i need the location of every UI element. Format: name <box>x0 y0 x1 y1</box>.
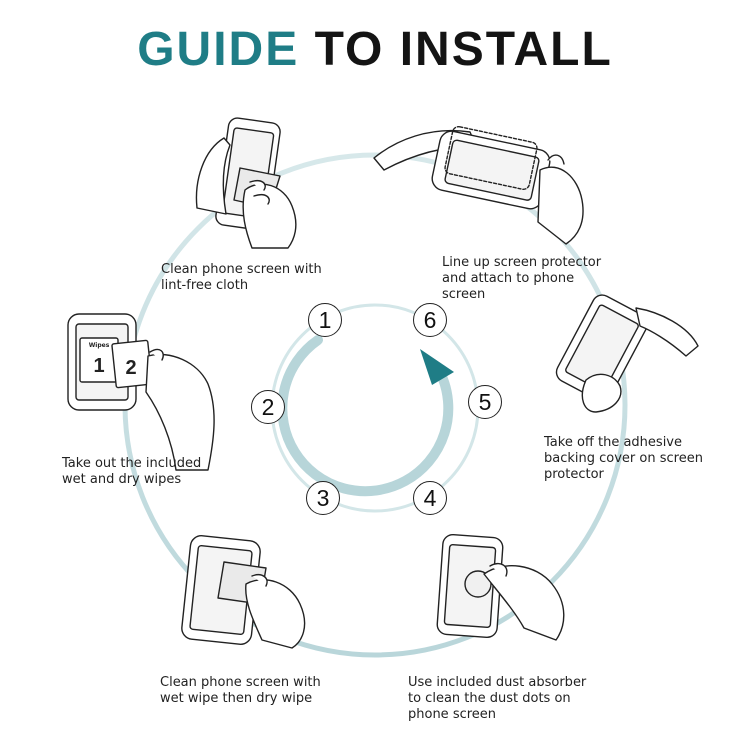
caption-line: Clean phone screen with <box>160 675 321 690</box>
step-4-illustration <box>436 534 565 641</box>
caption-line: Line up screen protector <box>442 255 602 270</box>
wipe-2-number: 2 <box>125 357 136 379</box>
step-5-marker: 5 <box>468 385 502 419</box>
step-1-caption: Clean phone screen with lint-free cloth <box>161 262 361 294</box>
step-1-marker: 1 <box>308 303 342 337</box>
title-accent: GUIDE <box>137 23 300 76</box>
caption-line: Take out the included <box>62 456 202 471</box>
step-5-illustration <box>555 294 699 413</box>
caption-line: and attach to phone <box>442 271 575 286</box>
progress-arc <box>277 335 454 497</box>
caption-line: screen <box>442 287 486 302</box>
step-4-caption: Use included dust absorber to clean the … <box>408 675 618 723</box>
title-rest: TO INSTALL <box>314 23 613 76</box>
caption-line: to clean the dust dots on <box>408 691 571 706</box>
step-1-illustration <box>195 117 297 249</box>
caption-line: wet and dry wipes <box>62 472 182 487</box>
step-4-marker: 4 <box>413 481 447 515</box>
page-title: GUIDE TO INSTALL <box>0 22 750 78</box>
step-2-illustration <box>67 313 215 471</box>
caption-line: wet wipe then dry wipe <box>160 691 313 706</box>
step-6-caption: Line up screen protector and attach to p… <box>442 255 642 303</box>
step-5-caption: Take off the adhesive backing cover on s… <box>544 435 734 483</box>
caption-line: Use included dust absorber <box>408 675 587 690</box>
step-3-illustration <box>181 535 306 649</box>
step-6-marker: 6 <box>413 303 447 337</box>
caption-line: Clean phone screen with <box>161 262 322 277</box>
step-2-marker: 2 <box>251 390 285 424</box>
caption-line: lint-free cloth <box>161 278 249 293</box>
wipes-labels: Wipes 1 2 <box>89 342 137 379</box>
step-3-caption: Clean phone screen with wet wipe then dr… <box>160 675 360 707</box>
caption-line: Take off the adhesive <box>544 435 682 450</box>
wipe-1-label: Wipes <box>89 342 110 349</box>
wipe-1-number: 1 <box>93 355 104 377</box>
step-6-illustration <box>373 126 584 245</box>
step-3-marker: 3 <box>306 481 340 515</box>
step-2-caption: Take out the included wet and dry wipes <box>62 456 262 488</box>
caption-line: protector <box>544 467 604 482</box>
caption-line: phone screen <box>408 707 497 722</box>
direction-arrow-icon <box>420 349 454 385</box>
caption-line: backing cover on screen <box>544 451 703 466</box>
